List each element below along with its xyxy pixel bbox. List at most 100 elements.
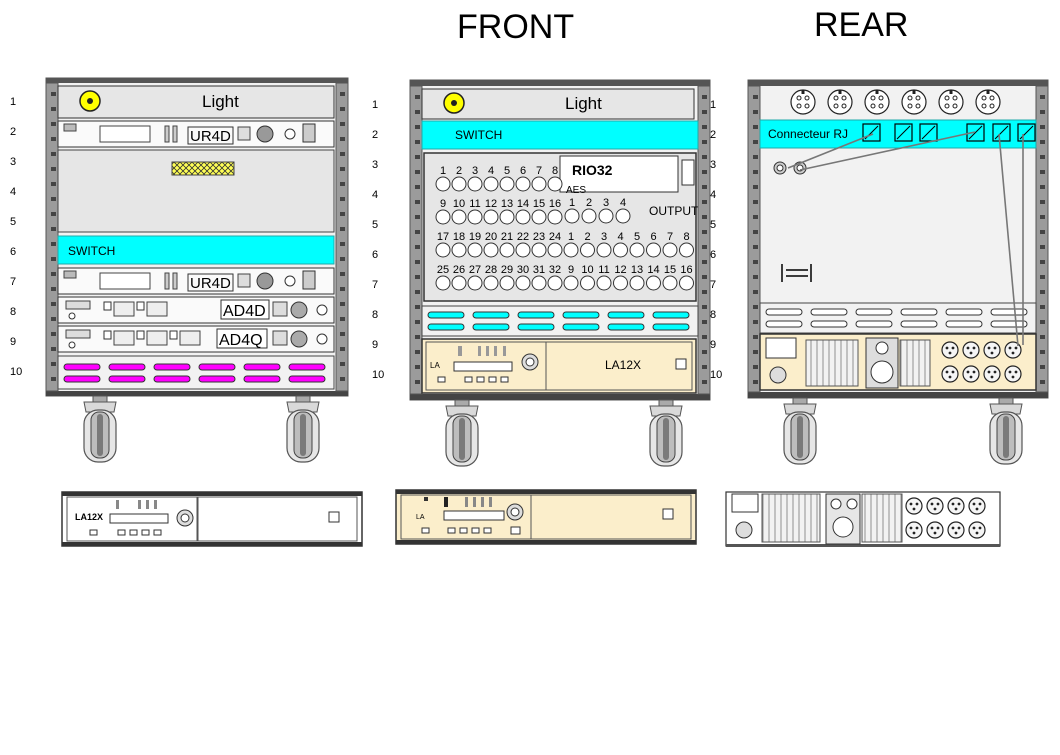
xlr-connector xyxy=(947,497,965,515)
xlr-connector xyxy=(451,176,467,192)
rack-unit-number: 5 xyxy=(372,219,378,231)
vent-slot xyxy=(288,363,326,371)
rio32-output-number: 11 xyxy=(598,264,609,276)
rio32-title: RIO32 xyxy=(572,162,613,178)
la12x-amplifier-white: LA12X xyxy=(61,491,363,547)
vent-slot xyxy=(607,311,645,319)
rack-unit-number: 10 xyxy=(10,366,22,378)
vent-slot xyxy=(198,363,236,371)
xlr-connector xyxy=(629,242,645,258)
rio32-input-number: 31 xyxy=(533,264,545,276)
xlr-connector xyxy=(515,242,531,258)
rail-hole xyxy=(702,95,707,99)
rail-hole xyxy=(340,272,345,276)
rail-hole xyxy=(702,305,707,309)
xlr-connector xyxy=(483,242,499,258)
rio32-input-number: 18 xyxy=(453,231,465,243)
rack-unit-number: 1 xyxy=(10,96,16,108)
xlr-connector xyxy=(926,521,944,539)
xlr-connector xyxy=(547,209,563,225)
xlr-connector xyxy=(483,275,499,291)
rail-hole xyxy=(340,302,345,306)
rail-hole xyxy=(702,155,707,159)
vent-slot xyxy=(243,363,281,371)
rail-hole xyxy=(51,302,56,306)
vent-slot xyxy=(607,323,645,331)
rail-hole xyxy=(51,242,56,246)
rail-hole xyxy=(51,257,56,261)
xlr-connector xyxy=(679,275,694,291)
xlr-connector xyxy=(547,242,563,258)
rail-hole xyxy=(415,185,420,189)
rio32-output-number: 5 xyxy=(634,231,640,243)
la12x-amplifier-cream: LA xyxy=(395,489,697,545)
vent-slot xyxy=(198,375,236,383)
rack-unit-number: 2 xyxy=(372,129,378,141)
vent-slot xyxy=(855,308,893,316)
rail-hole xyxy=(702,380,707,384)
rio32-output-number: 1 xyxy=(568,231,574,243)
rail-hole xyxy=(340,287,345,291)
rail-hole xyxy=(51,227,56,231)
rail-hole xyxy=(1040,185,1045,189)
rail-hole xyxy=(340,362,345,366)
vent-slot xyxy=(517,323,555,331)
rail-hole xyxy=(702,350,707,354)
bracket-symbol xyxy=(781,264,812,282)
rio32-aes-number: 1 xyxy=(569,197,575,209)
xlr-connector xyxy=(662,242,678,258)
rio32-input-number: 6 xyxy=(520,165,526,177)
rail-hole xyxy=(702,335,707,339)
vent-slot xyxy=(990,308,1028,316)
xlr-connector xyxy=(483,176,499,192)
rail-hole xyxy=(702,230,707,234)
vent-slot xyxy=(472,311,510,319)
rack-unit-number: 3 xyxy=(710,159,716,171)
rail-hole xyxy=(753,125,758,129)
vent-slot xyxy=(945,308,983,316)
ad4d-label: AD4D xyxy=(223,303,266,320)
rio32-input-number: 10 xyxy=(453,198,465,210)
rack-unit-number: 3 xyxy=(372,159,378,171)
rail-hole xyxy=(340,317,345,321)
rail-hole xyxy=(753,380,758,384)
vent-slot xyxy=(427,323,465,331)
rack-unit-number: 2 xyxy=(10,126,16,138)
rio32-input-number: 21 xyxy=(501,231,513,243)
vent-slot xyxy=(855,320,893,328)
rail-hole xyxy=(702,260,707,264)
rear-heading: REAR xyxy=(814,6,909,44)
rail-hole xyxy=(753,140,758,144)
rail-hole xyxy=(1040,320,1045,324)
rj-port-mark xyxy=(968,125,983,140)
xlr-connector xyxy=(499,209,515,225)
rail-hole xyxy=(340,182,345,186)
rack-unit-number: 2 xyxy=(710,129,716,141)
rack-unit-number: 4 xyxy=(10,186,16,198)
rail-hole xyxy=(415,110,420,114)
rail-hole xyxy=(415,260,420,264)
rail-hole xyxy=(1040,170,1045,174)
rail-hole xyxy=(415,95,420,99)
rack-unit-number: 7 xyxy=(710,279,716,291)
power-connector xyxy=(901,89,927,115)
rail-hole xyxy=(51,167,56,171)
rack-unit-number: 7 xyxy=(10,276,16,288)
rail-hole xyxy=(1040,350,1045,354)
rail-hole xyxy=(753,155,758,159)
rail-hole xyxy=(340,227,345,231)
casters xyxy=(83,395,1023,467)
rio32-input-number: 9 xyxy=(440,198,446,210)
xlr-connector xyxy=(467,209,483,225)
vent-slot xyxy=(652,323,690,331)
xlr-connector xyxy=(926,497,944,515)
rack-unit-number: 8 xyxy=(710,309,716,321)
rail-hole xyxy=(753,365,758,369)
rail-hole xyxy=(340,242,345,246)
rail-hole xyxy=(753,335,758,339)
rail-hole xyxy=(702,170,707,174)
